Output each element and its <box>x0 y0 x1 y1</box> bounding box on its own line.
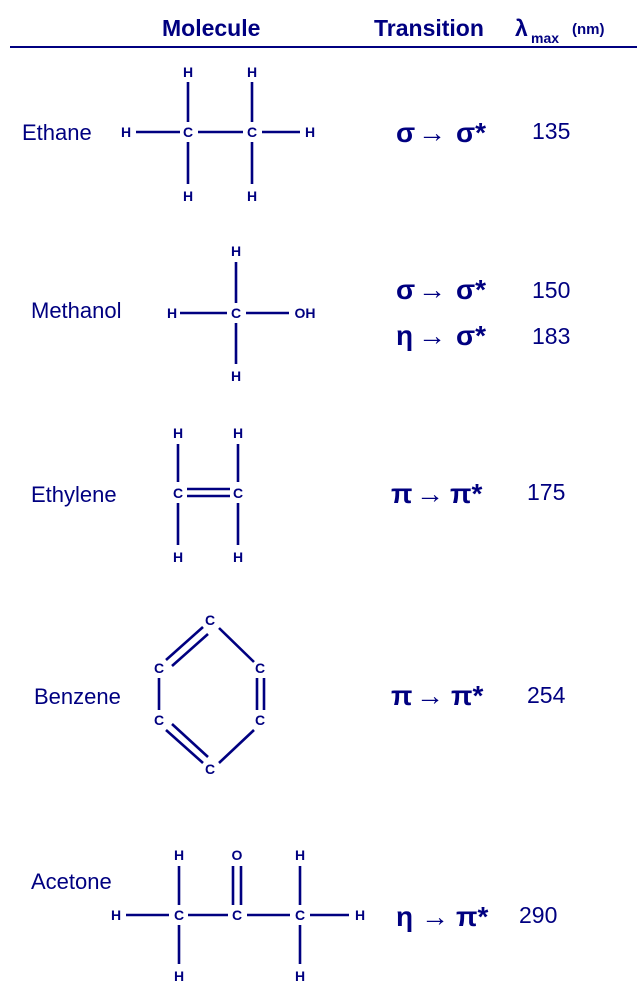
atom-label: H <box>295 847 305 863</box>
transition-to: σ* <box>456 274 486 305</box>
molecule-acetone: Acetone H C C C H H H O H H η → π* <box>31 847 557 984</box>
transition-from: π <box>391 680 412 711</box>
atom-label: C <box>205 761 215 777</box>
structure-benzene: C C C C C C <box>154 612 266 777</box>
transition-arrow: → <box>416 478 444 509</box>
structure-ethylene: C C H H H H <box>173 425 243 565</box>
transition-arrow: → <box>418 320 446 351</box>
atom-label: H <box>305 124 315 140</box>
atom-label: H <box>173 549 183 565</box>
header-transition: Transition <box>374 15 484 41</box>
transition-from: σ <box>396 274 415 305</box>
atom-label: H <box>183 188 193 204</box>
atom-label: C <box>231 305 241 321</box>
atom-label: C <box>174 907 184 923</box>
atom-label: C <box>183 124 193 140</box>
atom-label: H <box>111 907 121 923</box>
transition-row: π → π* 254 <box>391 680 566 711</box>
molecule-name: Ethane <box>22 120 92 145</box>
atom-label: H <box>233 549 243 565</box>
atom-label: H <box>173 425 183 441</box>
molecule-name: Benzene <box>34 684 121 709</box>
molecule-ethane: Ethane H C C H H H H H σ → σ* 135 <box>22 64 570 204</box>
atom-label: H <box>183 64 193 80</box>
atom-label: C <box>255 712 265 728</box>
atom-label: C <box>247 124 257 140</box>
transition-from: π <box>391 478 412 509</box>
header-lambda-unit: (nm) <box>572 21 605 38</box>
transition-to: σ* <box>456 320 486 351</box>
molecule-benzene: Benzene C C C C C C π → π* <box>34 612 566 777</box>
header-lambda-sub: max <box>531 30 559 46</box>
bond <box>165 729 204 764</box>
structure-ethane: H C C H H H H H <box>121 64 315 204</box>
atom-label: H <box>355 907 365 923</box>
atom-label: C <box>255 660 265 676</box>
atom-label: H <box>247 188 257 204</box>
atom-label: H <box>233 425 243 441</box>
atom-label: H <box>231 243 241 259</box>
atom-label: H <box>174 847 184 863</box>
transition-from: σ <box>396 117 415 148</box>
molecule-ethylene: Ethylene C C H H H H π → π* 175 <box>31 425 565 565</box>
bond <box>171 633 209 667</box>
lambda-value: 135 <box>532 118 570 144</box>
structure-acetone: H C C C H H H O H H <box>111 847 365 984</box>
atom-label: C <box>295 907 305 923</box>
atom-label: H <box>247 64 257 80</box>
atom-label: H <box>231 368 241 384</box>
transition-arrow: → <box>418 274 446 305</box>
molecule-name: Acetone <box>31 869 112 894</box>
atom-label: H <box>167 305 177 321</box>
transition-from: η <box>396 320 413 351</box>
atom-label: H <box>174 968 184 984</box>
header-lambda-symbol: λ <box>515 15 528 41</box>
transition-row: η → π* 290 <box>396 901 557 932</box>
bond <box>171 723 209 758</box>
lambda-value: 290 <box>519 902 557 928</box>
transition-from: η <box>396 901 413 932</box>
lambda-value: 254 <box>527 682 566 708</box>
molecule-methanol: Methanol H C OH H H σ → σ* 150 η → σ* 18… <box>31 243 570 384</box>
atom-label: C <box>205 612 215 628</box>
bond <box>165 626 204 661</box>
transition-row: π → π* 175 <box>391 478 565 509</box>
atom-label: C <box>173 485 183 501</box>
transition-to: π* <box>456 901 488 932</box>
lambda-value: 183 <box>532 323 570 349</box>
atom-label: C <box>232 907 242 923</box>
transition-arrow: → <box>421 901 449 932</box>
transition-row: σ → σ* 135 <box>396 117 570 148</box>
atom-label: OH <box>295 305 316 321</box>
transition-arrow: → <box>416 680 444 711</box>
lambda-value: 175 <box>527 479 565 505</box>
atom-label: C <box>154 660 164 676</box>
lambda-value: 150 <box>532 277 570 303</box>
bond <box>218 627 255 663</box>
atom-label: C <box>233 485 243 501</box>
transition-to: π* <box>451 680 483 711</box>
molecule-name: Ethylene <box>31 482 117 507</box>
atom-label: H <box>295 968 305 984</box>
transition-arrow: → <box>418 117 446 148</box>
transition-to: π* <box>450 478 482 509</box>
transition-row: σ → σ* 150 <box>396 274 570 305</box>
atom-label: H <box>121 124 131 140</box>
molecule-name: Methanol <box>31 298 122 323</box>
bond <box>218 729 255 764</box>
atom-label: C <box>154 712 164 728</box>
header-molecule: Molecule <box>162 15 260 41</box>
structure-methanol: H C OH H H <box>167 243 316 384</box>
transition-row: η → σ* 183 <box>396 320 570 351</box>
transition-to: σ* <box>456 117 486 148</box>
atom-label: O <box>232 847 243 863</box>
